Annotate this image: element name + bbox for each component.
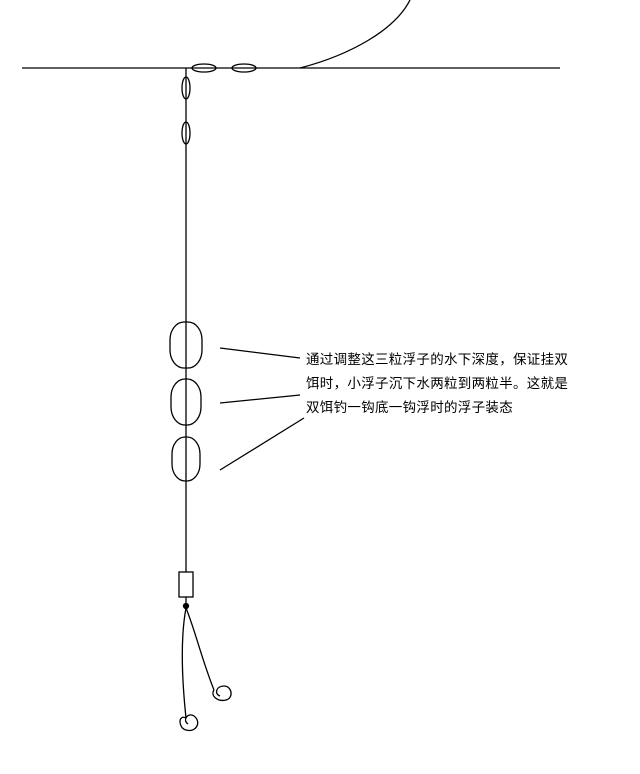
- annotation-line-1: 通过调整这三粒浮子的水下深度，保证挂双: [306, 352, 569, 368]
- pointer-line-1: [219, 347, 301, 359]
- annotation-text: 通过调整这三粒浮子的水下深度，保证挂双 饵时，小浮子沉下水两粒到两粒半。这就是 …: [306, 348, 636, 420]
- annotation-line-3: 双饵钓一钩底一钩浮时的浮子装态: [306, 400, 513, 416]
- leader-line-long: [181, 607, 187, 719]
- surface-float-1: [191, 63, 217, 73]
- leader-line-short: [185, 607, 215, 691]
- upper-float-1: [181, 76, 191, 100]
- hook-1: [179, 714, 199, 732]
- upper-float-2: [181, 121, 191, 145]
- hook-2: [212, 685, 232, 702]
- annotation-line-2: 饵时，小浮子沉下水两粒到两粒半。这就是: [306, 376, 569, 392]
- surface-float-2: [231, 63, 257, 73]
- pointer-line-3: [219, 417, 305, 471]
- submerged-float-3: [171, 436, 201, 482]
- knot-dot: [182, 602, 190, 610]
- submerged-float-2: [170, 378, 202, 426]
- submerged-float-1: [169, 321, 203, 369]
- pointer-line-2: [219, 394, 301, 404]
- swivel-connector: [178, 571, 194, 598]
- rod-line: [299, 0, 411, 69]
